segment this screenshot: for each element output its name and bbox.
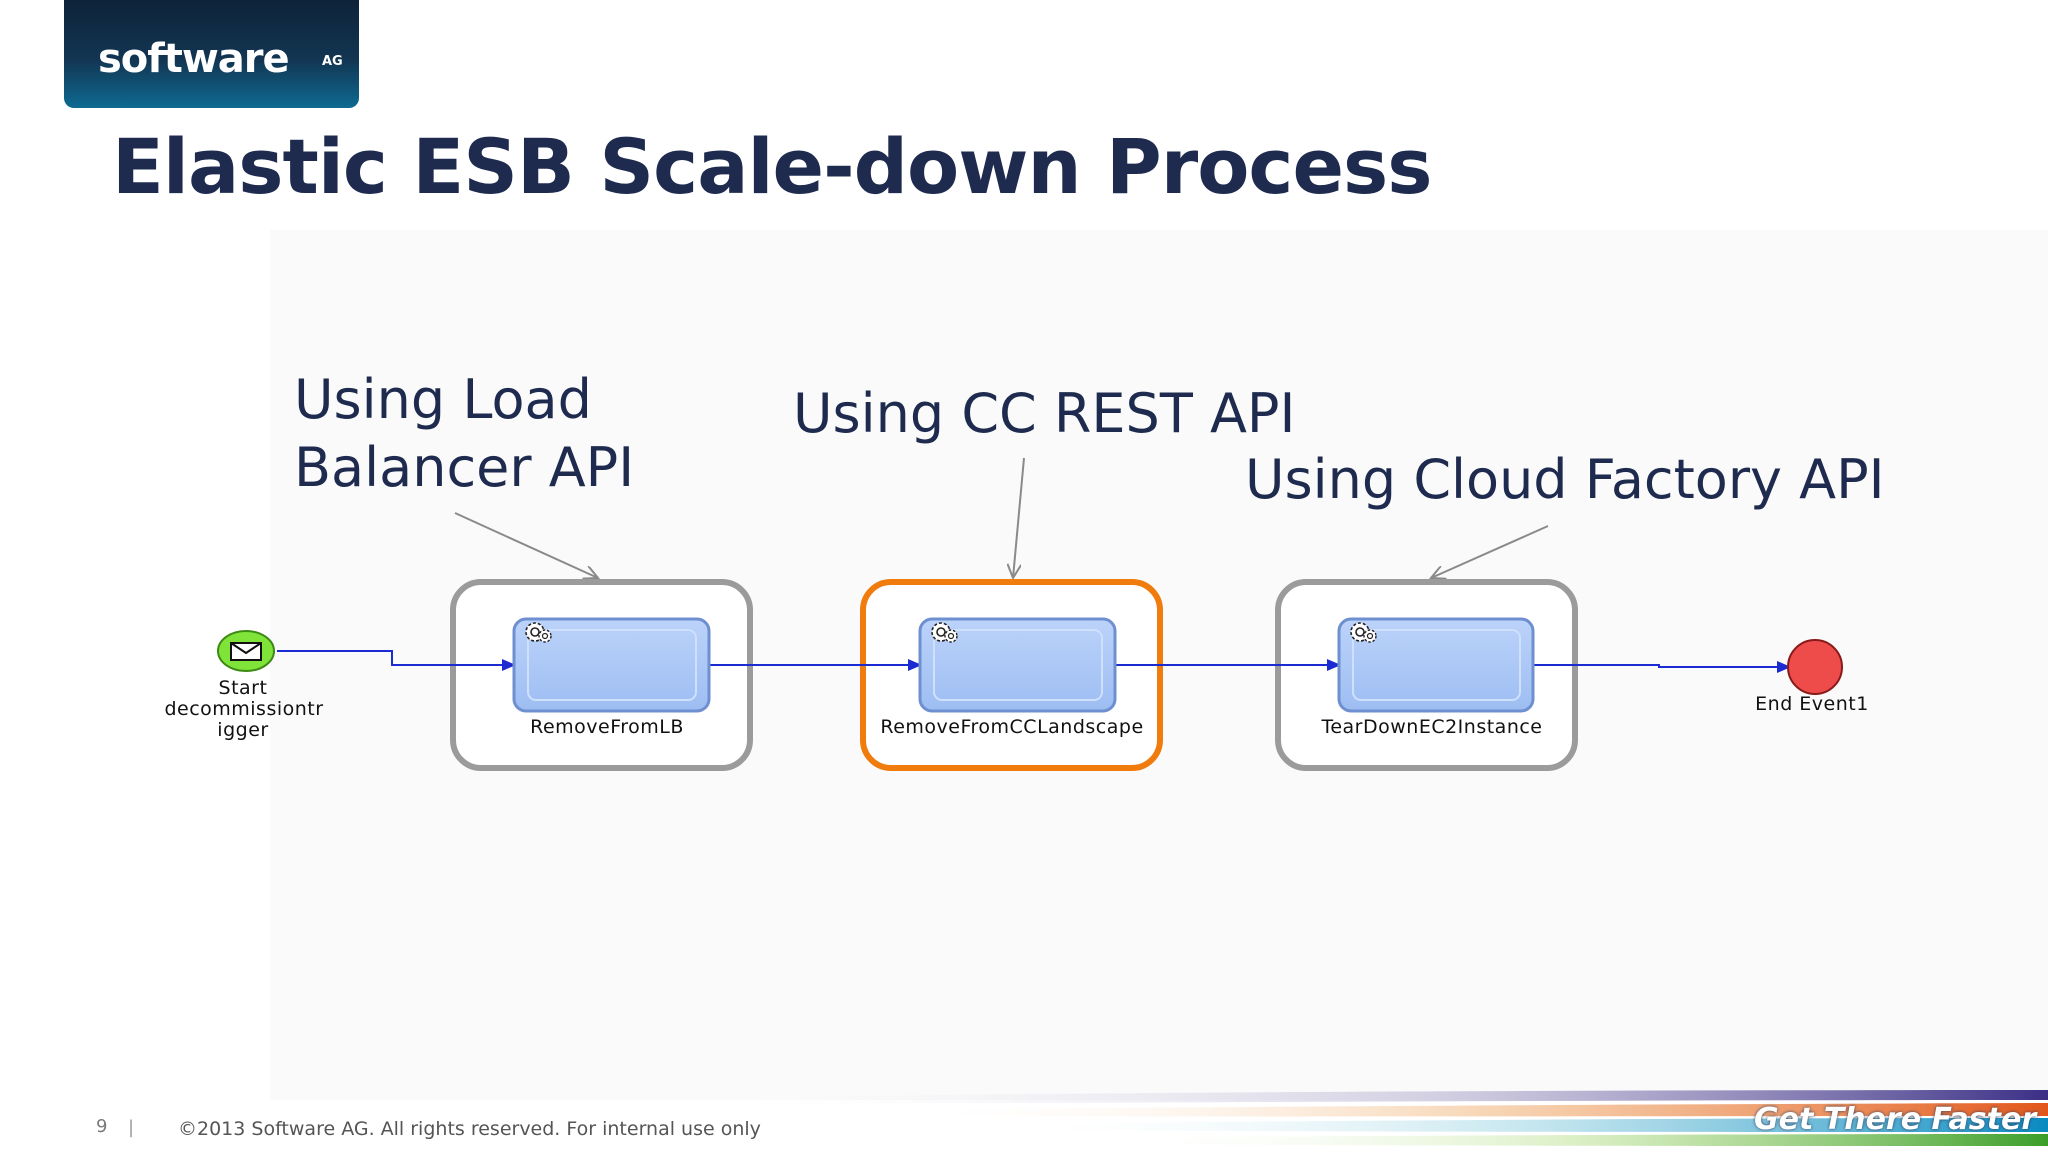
annotation-cloud-factory: Using Cloud Factory API xyxy=(1245,448,1885,511)
sequence-flow-ec2-to-end xyxy=(1533,661,1791,673)
annotation-load-balancer-line1: Using Load xyxy=(294,368,592,431)
end-event[interactable] xyxy=(1787,639,1843,695)
tagline: Get There Faster xyxy=(1754,1102,2037,1137)
software-ag-logo: software AG xyxy=(64,0,359,108)
start-event-label-line1: Start xyxy=(219,677,268,699)
annotation-load-balancer: Using Load Balancer API xyxy=(294,366,634,502)
logo-wordmark: software xyxy=(98,36,290,82)
task-remove-from-lb[interactable] xyxy=(512,617,711,713)
task-tear-down-ec2-instance[interactable] xyxy=(1337,617,1535,713)
sequence-flow-start-to-lb xyxy=(277,650,516,671)
annotation-load-balancer-line2: Balancer API xyxy=(294,436,635,499)
task-label-tear-down-ec2-instance: TearDownEC2Instance xyxy=(1320,716,1542,738)
task-label-remove-from-cc-landscape: RemoveFromCCLandscape xyxy=(880,716,1143,738)
logo-suffix: AG xyxy=(322,54,343,69)
slide-title: Elastic ESB Scale-down Process xyxy=(112,122,1432,211)
envelope-icon xyxy=(230,642,262,661)
task-label-remove-from-lb: RemoveFromLB xyxy=(530,716,684,738)
start-event-label-line2: decommissiontr xyxy=(164,698,323,720)
annotation-pointer-load-balancer xyxy=(454,512,598,578)
footer-separator: | xyxy=(128,1117,135,1138)
task-remove-from-cc-landscape[interactable] xyxy=(918,617,1117,713)
page-number: 9 xyxy=(96,1116,108,1137)
start-event[interactable] xyxy=(217,630,275,672)
footer-color-swoosh xyxy=(700,1090,2048,1146)
start-event-label-line3: igger xyxy=(217,719,268,741)
end-event-label: End Event1 xyxy=(1755,693,1869,715)
copyright-notice: ©2013 Software AG. All rights reserved. … xyxy=(178,1118,761,1140)
annotation-pointer-cc-rest xyxy=(1013,457,1025,578)
annotation-cc-rest: Using CC REST API xyxy=(793,382,1296,445)
annotation-pointer-cloud-factory xyxy=(1431,525,1549,578)
